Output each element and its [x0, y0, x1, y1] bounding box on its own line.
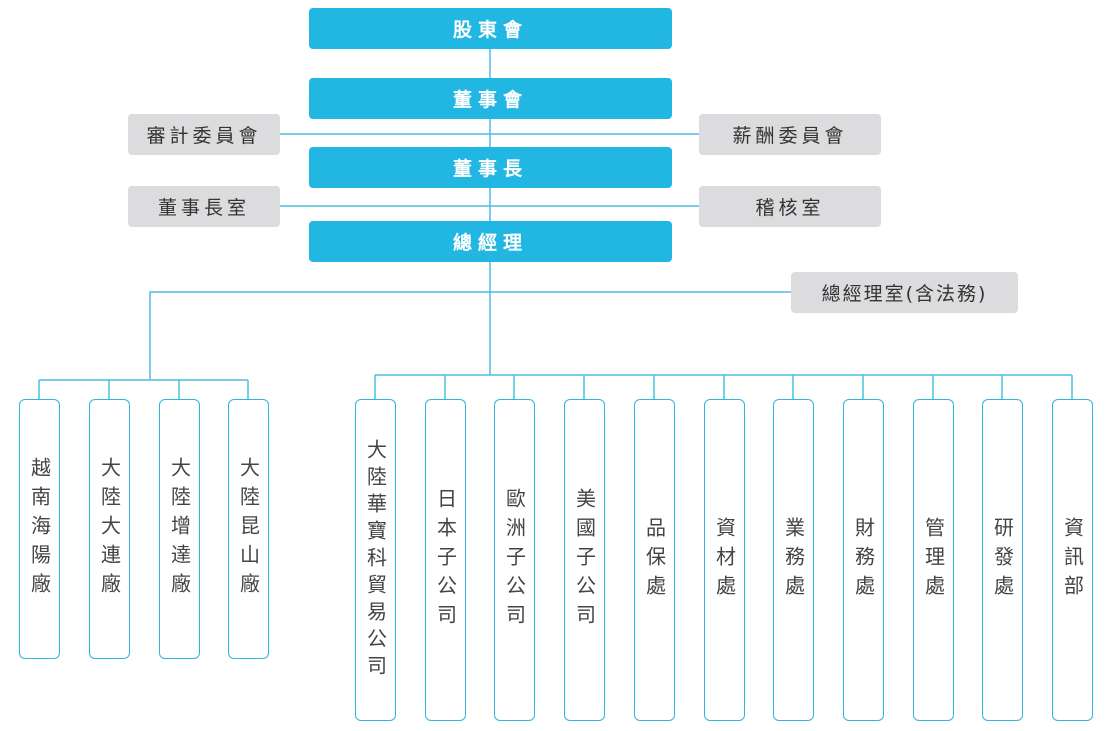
factory-box: 大陸大連廠 [89, 399, 130, 659]
factory-box: 大陸昆山廠 [228, 399, 269, 659]
subsidiary-label: 歐洲子公司 [502, 487, 527, 633]
connector-lines [38, 48, 1073, 399]
shareholders-meeting-box: 股東會 [309, 8, 672, 49]
general-manager-box: 總經理 [309, 221, 672, 262]
general-manager-label: 總經理 [452, 232, 528, 254]
audit-committee-box: 審計委員會 [128, 114, 280, 155]
factory-box: 大陸增達廠 [159, 399, 200, 659]
shareholders-meeting-label: 股東會 [452, 19, 528, 41]
board-of-directors-box: 董事會 [309, 78, 672, 119]
department-box: 業務處 [773, 399, 814, 721]
chairman-office-label: 董事長室 [157, 197, 250, 219]
subsidiary-box: 大陸華寶科貿易公司 [355, 399, 396, 721]
subsidiary-label: 日本子公司 [433, 487, 458, 633]
department-box: 財務處 [843, 399, 884, 721]
department-box: 資訊部 [1052, 399, 1093, 721]
subsidiary-box: 日本子公司 [425, 399, 466, 721]
department-label: 品保處 [642, 516, 667, 604]
factory-label: 越南海陽廠 [27, 456, 52, 602]
audit-committee-label: 審計委員會 [146, 125, 262, 147]
chairman-office-box: 董事長室 [128, 186, 280, 227]
subsidiary-box: 美國子公司 [564, 399, 605, 721]
factory-branch-line [149, 291, 490, 380]
factory-box: 越南海陽廠 [19, 399, 60, 659]
subsidiary-box: 歐洲子公司 [494, 399, 535, 721]
subsidiary-label: 美國子公司 [572, 487, 597, 633]
chairman-box: 董事長 [309, 147, 672, 188]
remuneration-committee-box: 薪酬委員會 [699, 114, 881, 155]
subsidiary-label: 大陸華寶科貿易公司 [363, 438, 388, 682]
gm-office-label: 總經理室(含法務) [821, 283, 988, 305]
factory-label: 大陸大連廠 [97, 456, 122, 602]
audit-office-box: 稽核室 [699, 186, 881, 227]
department-label: 研發處 [990, 516, 1015, 604]
department-label: 業務處 [781, 516, 806, 604]
department-box: 品保處 [634, 399, 675, 721]
department-label: 資訊部 [1060, 516, 1085, 604]
department-box: 資材處 [704, 399, 745, 721]
department-box: 管理處 [913, 399, 954, 721]
board-of-directors-label: 董事會 [452, 89, 528, 111]
department-label: 資材處 [712, 516, 737, 604]
department-label: 財務處 [851, 516, 876, 604]
remuneration-committee-label: 薪酬委員會 [732, 125, 848, 147]
department-label: 管理處 [921, 516, 946, 604]
factory-label: 大陸昆山廠 [236, 456, 261, 602]
factory-label: 大陸增達廠 [167, 456, 192, 602]
chairman-label: 董事長 [452, 158, 528, 180]
department-box: 研發處 [982, 399, 1023, 721]
gm-office-box: 總經理室(含法務) [791, 272, 1018, 313]
audit-office-label: 稽核室 [755, 197, 825, 219]
